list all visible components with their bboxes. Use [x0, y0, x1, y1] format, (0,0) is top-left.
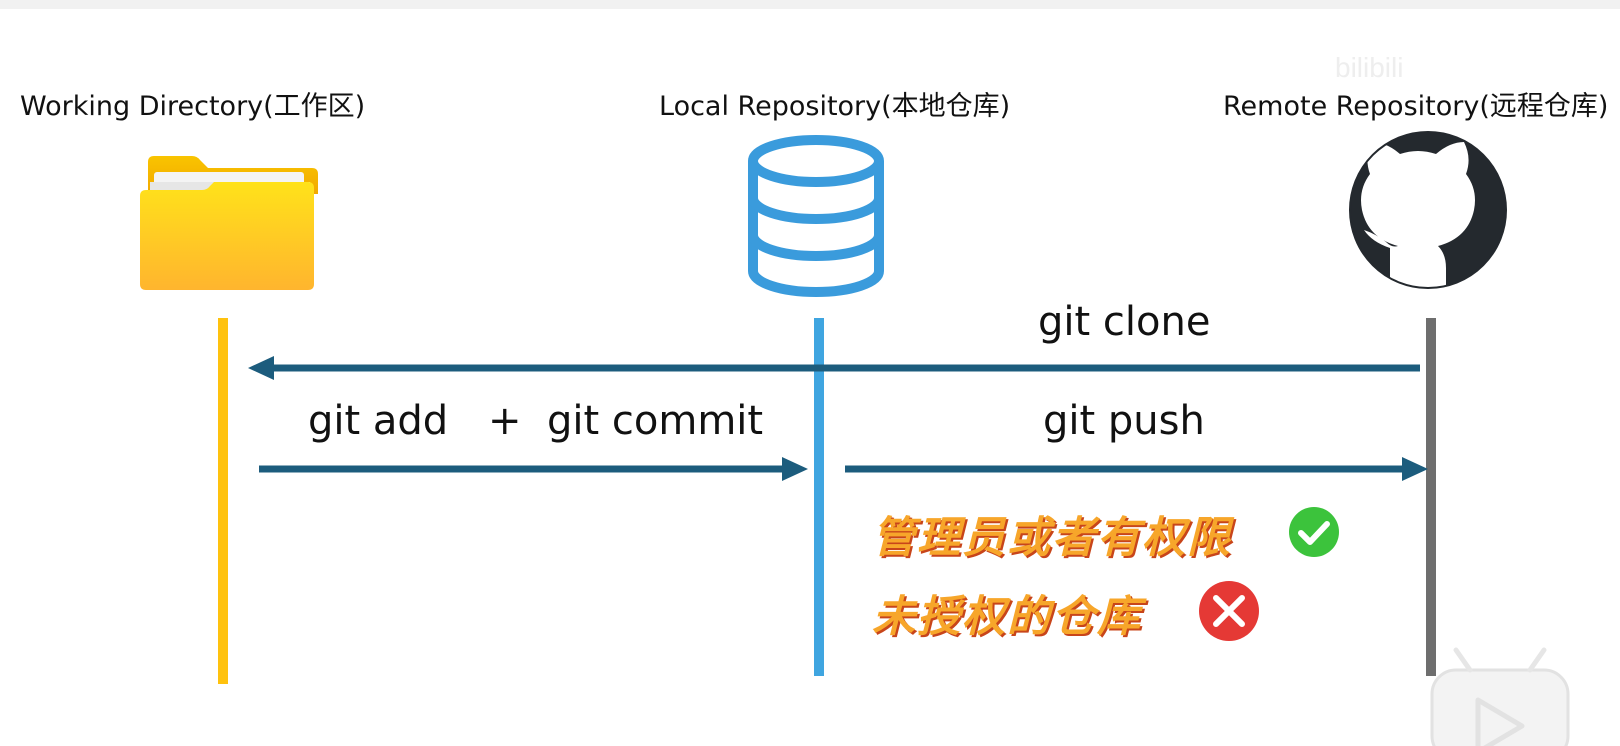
database-icon	[748, 135, 884, 297]
git-commit-arrow	[259, 457, 808, 481]
top-divider	[0, 0, 1620, 9]
remote-repository-lifeline	[1426, 318, 1436, 676]
git-clone-label: git clone	[1038, 299, 1211, 345]
working-directory-label: Working Directory(工作区)	[20, 91, 366, 122]
git-push-arrow	[845, 457, 1428, 481]
video-badge-icon	[1430, 647, 1570, 746]
local-repository-lifeline	[814, 318, 824, 676]
cross-circle-icon	[1199, 581, 1259, 641]
remote-repository-label: Remote Repository(远程仓库)	[1223, 91, 1609, 122]
folder-icon	[140, 156, 318, 290]
git-push-label: git push	[1043, 398, 1205, 444]
check-circle-icon	[1289, 507, 1339, 557]
git-commit-label: git commit	[547, 398, 764, 444]
watermark: bilibili	[1335, 52, 1404, 83]
git-add-label: git add	[308, 398, 449, 444]
git-clone-arrow	[248, 356, 1420, 380]
github-icon	[1349, 131, 1507, 306]
permission-allowed-text: 管理员或者有权限	[872, 513, 1232, 563]
local-repository-label: Local Repository(本地仓库)	[659, 91, 1011, 122]
working-directory-lifeline	[218, 318, 228, 684]
permission-denied-text: 未授权的仓库	[872, 592, 1142, 642]
plus-sign: +	[488, 398, 522, 444]
